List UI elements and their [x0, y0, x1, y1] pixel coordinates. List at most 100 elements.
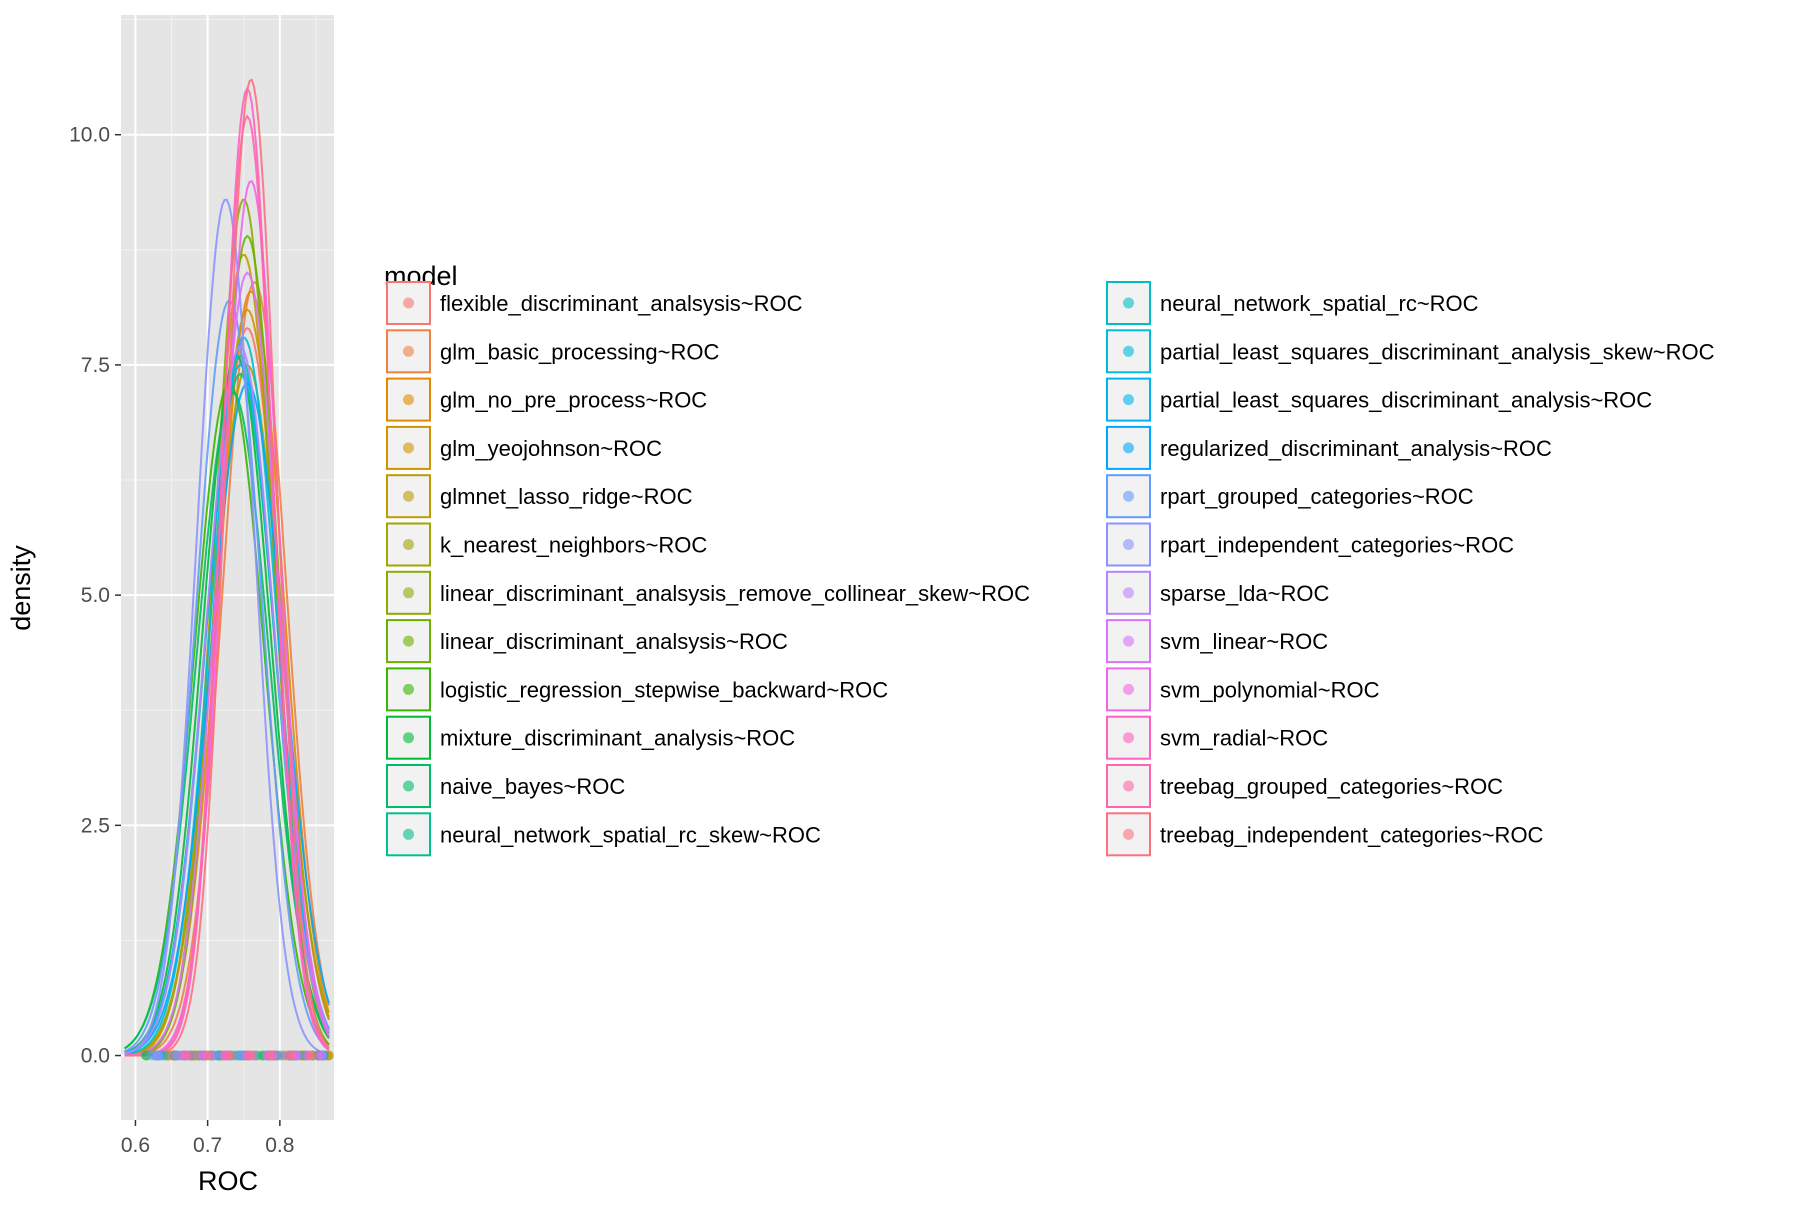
rug-point: [185, 1050, 196, 1061]
legend-label: glm_no_pre_process~ROC: [440, 388, 707, 413]
legend-label: glm_basic_processing~ROC: [440, 339, 720, 364]
legend-key: [1106, 281, 1151, 325]
legend-label: svm_radial~ROC: [1160, 726, 1328, 751]
rug-point: [266, 1050, 277, 1061]
x-axis-title: ROC: [198, 1166, 258, 1196]
rug-points: [141, 1050, 334, 1061]
legend-label: partial_least_squares_discriminant_analy…: [1160, 339, 1715, 364]
legend-item: glm_no_pre_process~ROC: [386, 377, 707, 422]
legend-label: k_nearest_neighbors~ROC: [440, 533, 707, 558]
density-curve: [124, 198, 330, 1056]
legend-item: mixture_discriminant_analysis~ROC: [386, 715, 795, 760]
legend-key: [386, 474, 431, 519]
density-curve: [124, 382, 330, 1055]
legend-key-point: [1123, 683, 1134, 695]
legend-item: svm_polynomial~ROC: [1106, 667, 1380, 712]
legend-key-point: [403, 732, 414, 744]
rug-point: [167, 1050, 178, 1061]
density-curve: [124, 345, 330, 1055]
density-curve: [124, 299, 330, 1053]
legend-label: neural_network_spatial_rc_skew~ROC: [440, 822, 821, 847]
legend-label: svm_linear~ROC: [1160, 629, 1328, 654]
x-tick-label: 0.8: [265, 1134, 294, 1157]
legend-item: svm_radial~ROC: [1106, 715, 1328, 760]
legend-item: treebag_grouped_categories~ROC: [1106, 764, 1503, 808]
legend-item: rpart_independent_categories~ROC: [1106, 522, 1514, 567]
legend-label: glmnet_lasso_ridge~ROC: [440, 484, 693, 509]
legend-label: linear_discriminant_analsysis_remove_col…: [440, 581, 1030, 606]
legend-item: glm_basic_processing~ROC: [386, 329, 720, 374]
legend-key-point: [403, 297, 414, 309]
legend-label: rpart_independent_categories~ROC: [1160, 533, 1514, 558]
legend-label: sparse_lda~ROC: [1160, 581, 1329, 606]
legend-key-point: [403, 828, 414, 840]
legend-item: svm_linear~ROC: [1106, 619, 1328, 664]
legend-key-point: [403, 635, 414, 647]
rug-point: [225, 1050, 236, 1061]
legend-key: [386, 667, 431, 712]
legend-key-point: [403, 442, 414, 454]
legend-item: regularized_discriminant_analysis~ROC: [1106, 425, 1552, 470]
legend-key-point: [403, 490, 414, 502]
legend-key-point: [403, 539, 414, 550]
y-axis-title: density: [6, 545, 36, 631]
legend-item: naive_bayes~ROC: [386, 764, 625, 808]
legend-key-point: [403, 345, 414, 357]
legend-key-point: [1123, 539, 1134, 550]
legend-item: sparse_lda~ROC: [1106, 570, 1329, 615]
legend-key: [1106, 812, 1151, 857]
legend-key-point: [1123, 635, 1134, 647]
legend-label: treebag_independent_categories~ROC: [1160, 822, 1544, 847]
legend-item: linear_discriminant_analsysis_remove_col…: [386, 570, 1030, 615]
legend-key-point: [1123, 297, 1134, 309]
legend-label: naive_bayes~ROC: [440, 774, 625, 799]
legend-key-point: [1123, 780, 1134, 792]
rug-point: [246, 1050, 256, 1061]
y-tick-label: 5.0: [81, 584, 110, 607]
rug-point: [205, 1050, 216, 1061]
legend-label: mixture_discriminant_analysis~ROC: [440, 726, 795, 751]
legend-item: neural_network_spatial_rc_skew~ROC: [386, 812, 821, 857]
rug-point: [313, 1050, 324, 1061]
legend-label: neural_network_spatial_rc~ROC: [1160, 291, 1479, 316]
legend-item: rpart_grouped_categories~ROC: [1106, 474, 1474, 519]
rug-point: [286, 1050, 297, 1061]
legend-key: [386, 425, 431, 470]
legend-item: treebag_independent_categories~ROC: [1106, 812, 1544, 857]
legend-key-point: [403, 394, 414, 406]
rug-point: [306, 1050, 317, 1061]
x-tick-label: 0.6: [121, 1134, 150, 1157]
legend-key-point: [1123, 345, 1134, 357]
legend-item: k_nearest_neighbors~ROC: [386, 522, 707, 567]
density-curves: [124, 78, 330, 1057]
legend-key-point: [403, 780, 414, 792]
legend-label: rpart_grouped_categories~ROC: [1160, 484, 1474, 509]
legend-key-point: [1123, 828, 1134, 840]
rug-point: [235, 1050, 246, 1061]
legend: flexible_discriminant_analsysis~ROC glm_b…: [386, 281, 1715, 857]
y-tick-label: 10.0: [69, 124, 110, 147]
legend-label: flexible_discriminant_analsysis~ROC: [440, 291, 803, 316]
legend-label: svm_polynomial~ROC: [1160, 677, 1380, 702]
x-axis: 0.6 0.7 0.8: [121, 1120, 294, 1157]
rug-point: [153, 1050, 164, 1061]
legend-key-point: [1123, 442, 1134, 454]
y-tick-label: 0.0: [81, 1045, 110, 1068]
legend-label: glm_yeojohnson~ROC: [440, 436, 662, 461]
x-tick-label: 0.7: [193, 1134, 222, 1157]
legend-item: partial_least_squares_discriminant_analy…: [1106, 329, 1715, 374]
legend-item: glm_yeojohnson~ROC: [386, 425, 662, 470]
y-tick-label: 7.5: [81, 354, 110, 377]
legend-key-point: [403, 587, 414, 599]
legend-item: linear_discriminant_analsysis~ROC: [386, 619, 788, 664]
density-curve: [124, 280, 330, 1057]
legend-label: linear_discriminant_analsysis~ROC: [440, 629, 788, 654]
legend-item: flexible_discriminant_analsysis~ROC: [386, 281, 803, 325]
legend-label: treebag_grouped_categories~ROC: [1160, 774, 1503, 799]
legend-key-point: [1123, 732, 1134, 744]
legend-item: neural_network_spatial_rc~ROC: [1106, 281, 1479, 325]
y-axis: 0.02.55.07.510.0: [69, 124, 121, 1068]
legend-item: logistic_regression_stepwise_backward~RO…: [386, 667, 888, 712]
